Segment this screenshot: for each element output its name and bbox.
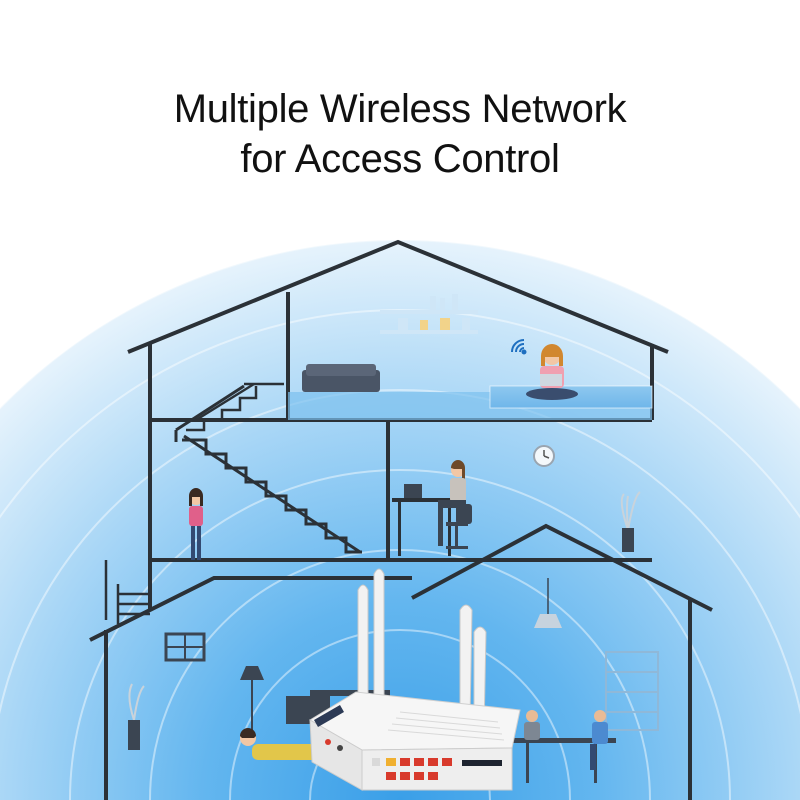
office-chair (446, 504, 472, 549)
router-body (309, 691, 521, 791)
wall-clock-icon (533, 445, 555, 467)
lower-right-house (411, 523, 713, 800)
attic-stair-rail (186, 382, 284, 432)
router-ports (325, 739, 502, 780)
person-meeting-2 (524, 710, 540, 740)
headline: Multiple Wireless Network for Access Con… (0, 84, 800, 184)
pendant-lamp-icon (534, 578, 562, 628)
bookshelf (380, 294, 478, 334)
person-standing (189, 488, 203, 560)
headline-line-2: for Access Control (240, 137, 560, 181)
sofa-icon (302, 364, 380, 392)
person-with-laptop (526, 344, 578, 400)
side-stair (104, 560, 150, 624)
staircase (174, 384, 362, 554)
potted-plant-icon (620, 491, 641, 552)
office-desk (392, 484, 456, 556)
headline-line-1: Multiple Wireless Network (173, 87, 627, 131)
picture-frame-icon (164, 632, 206, 662)
router-vents (387, 711, 505, 741)
right-bookshelf (605, 651, 659, 731)
lower-left-house (89, 576, 412, 800)
potted-plant-left (128, 683, 145, 750)
wifi-signal-icon (511, 339, 527, 355)
person-meeting-3 (590, 710, 608, 770)
person-at-desk (438, 460, 466, 546)
